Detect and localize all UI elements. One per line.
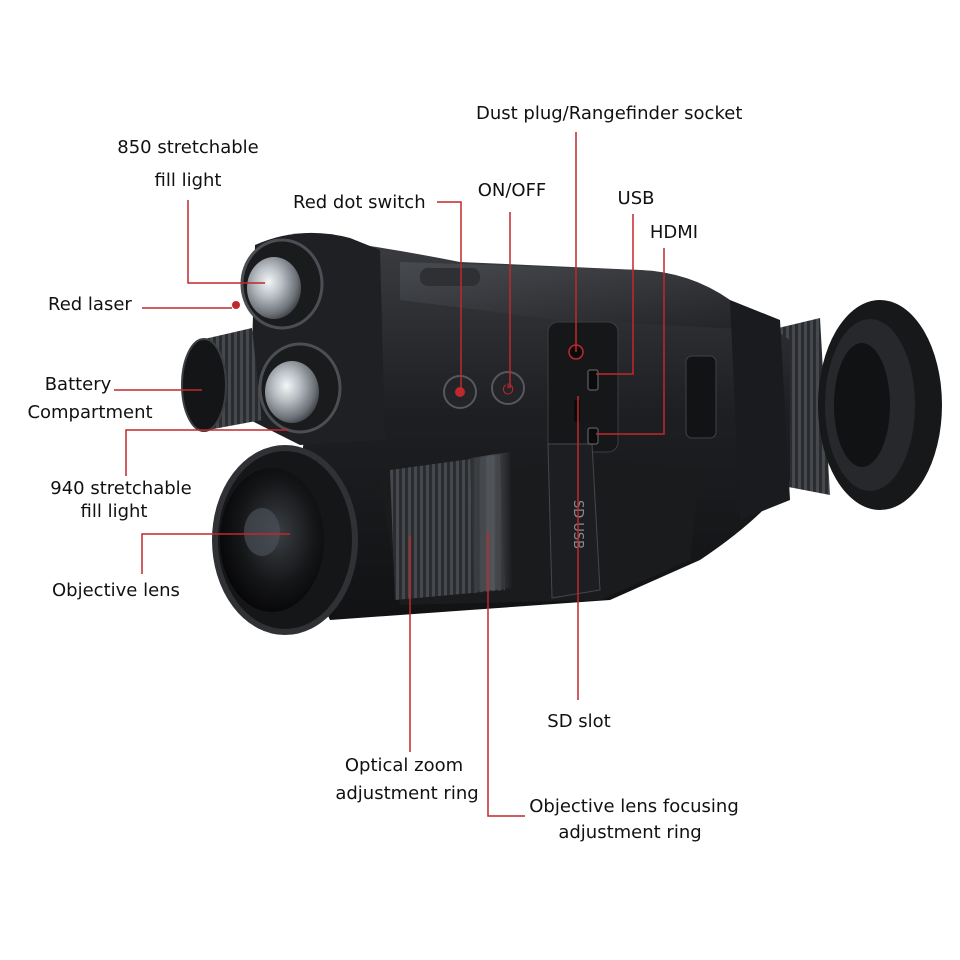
eyepiece — [770, 300, 942, 510]
label-dust-plug: Dust plug/Rangefinder socket — [476, 103, 743, 124]
label-red-dot-switch: Red dot switch — [293, 192, 426, 213]
leader-lines — [114, 132, 665, 817]
label-850-line1: 850 stretchable — [117, 137, 259, 158]
leader-red-dot — [437, 201, 462, 392]
adjustment-rings — [390, 452, 512, 600]
label-850-line2: fill light — [154, 170, 222, 191]
label-battery-line1: Battery — [44, 374, 112, 395]
fill-light-850 — [240, 238, 324, 330]
fill-light-940 — [258, 342, 342, 434]
battery-cap — [181, 328, 262, 432]
leader-hdmi — [596, 248, 665, 435]
label-optical-zoom-line1: Optical zoom — [344, 755, 464, 776]
label-battery-line2: Compartment — [27, 402, 153, 423]
label-940-line2: fill light — [80, 501, 148, 522]
label-focus-line1: Objective lens focusing — [529, 796, 739, 817]
red-laser-emitter — [232, 301, 240, 309]
label-hdmi: HDMI — [649, 222, 699, 243]
leader-940 — [125, 429, 288, 476]
label-optical-zoom-line2: adjustment ring — [335, 783, 479, 804]
label-objective-lens: Objective lens — [52, 580, 180, 601]
power-button — [491, 371, 525, 405]
label-sd-slot: SD slot — [547, 711, 611, 732]
label-focus-line2: adjustment ring — [558, 822, 702, 843]
label-usb: USB — [617, 188, 655, 209]
leader-850 — [187, 200, 265, 284]
leader-usb — [596, 214, 634, 375]
objective-lens — [212, 445, 358, 635]
label-940-line1: 940 stretchable — [50, 478, 192, 499]
power-icon: ⏻ — [502, 382, 513, 398]
leader-objective — [141, 533, 290, 574]
leader-focus — [487, 532, 525, 817]
label-red-laser: Red laser — [48, 294, 132, 315]
label-on-off: ON/OFF — [477, 180, 547, 201]
